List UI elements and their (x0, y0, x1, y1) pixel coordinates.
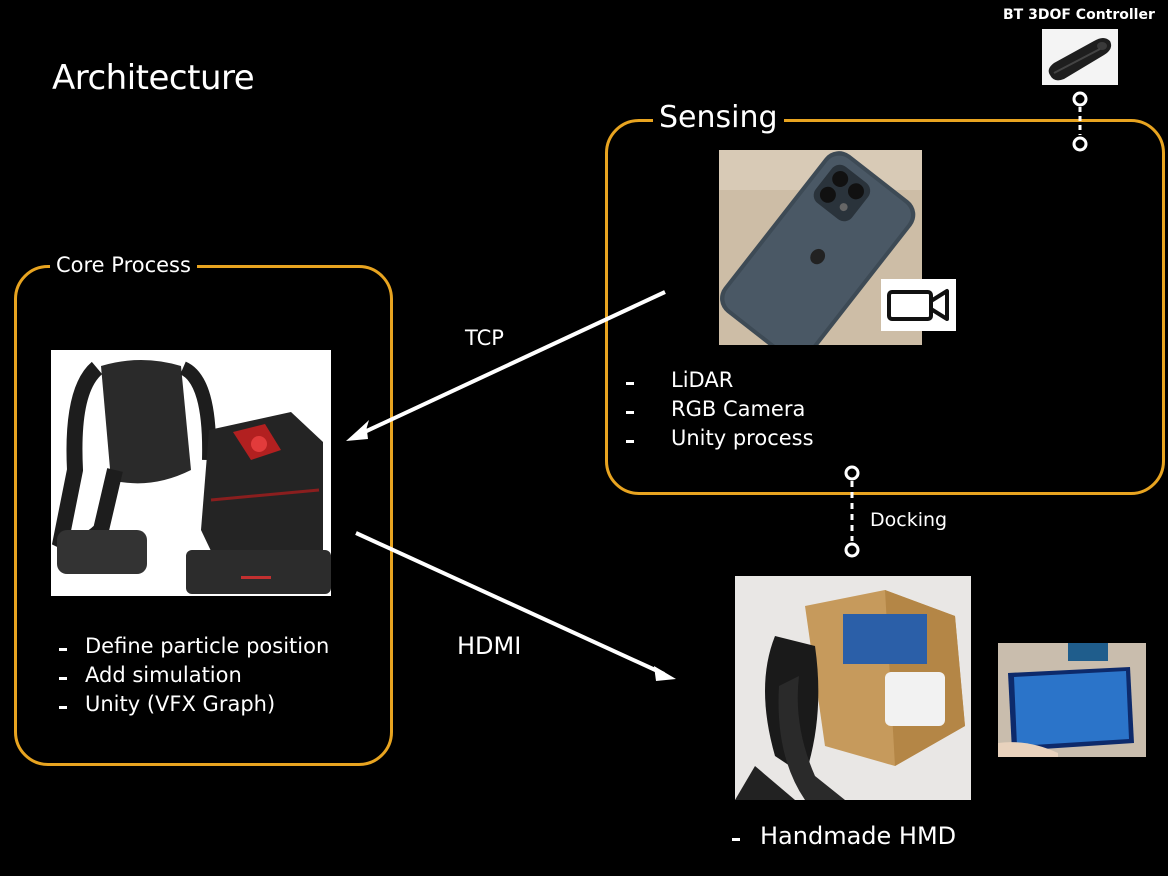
hmd-bullet-list: Handmade HMD (730, 822, 956, 851)
backpack-pc-photo (51, 350, 331, 596)
tcp-label: TCP (465, 326, 504, 350)
tcp-arrow (357, 290, 666, 437)
list-item: Unity process (624, 424, 814, 453)
list-item: Unity (VFX Graph) (57, 690, 329, 719)
list-item: Handmade HMD (730, 822, 956, 851)
sensing-box (605, 119, 1165, 495)
vr-controller-icon (1042, 29, 1118, 85)
list-item: LiDAR (624, 366, 814, 395)
hmd-photo (735, 576, 971, 800)
core-process-box (14, 265, 393, 766)
list-item: RGB Camera (624, 395, 814, 424)
core-bullet-list: Define particle position Add simulation … (57, 632, 329, 719)
list-item: Define particle position (57, 632, 329, 661)
docking-label: Docking (870, 509, 948, 531)
docking-link (844, 465, 860, 558)
sensing-bullet-list: LiDAR RGB Camera Unity process (624, 366, 814, 453)
controller-label: BT 3DOF Controller (1003, 7, 1155, 23)
list-item: Add simulation (57, 661, 329, 690)
hdmi-label: HDMI (457, 632, 522, 660)
core-process-label: Core Process (50, 253, 197, 277)
display-panel-photo (998, 643, 1146, 757)
controller-link (1072, 91, 1088, 152)
hdmi-arrow (355, 531, 665, 676)
sensing-label: Sensing (653, 100, 784, 135)
video-camera-icon (881, 279, 956, 331)
page-title: Architecture (52, 58, 255, 98)
